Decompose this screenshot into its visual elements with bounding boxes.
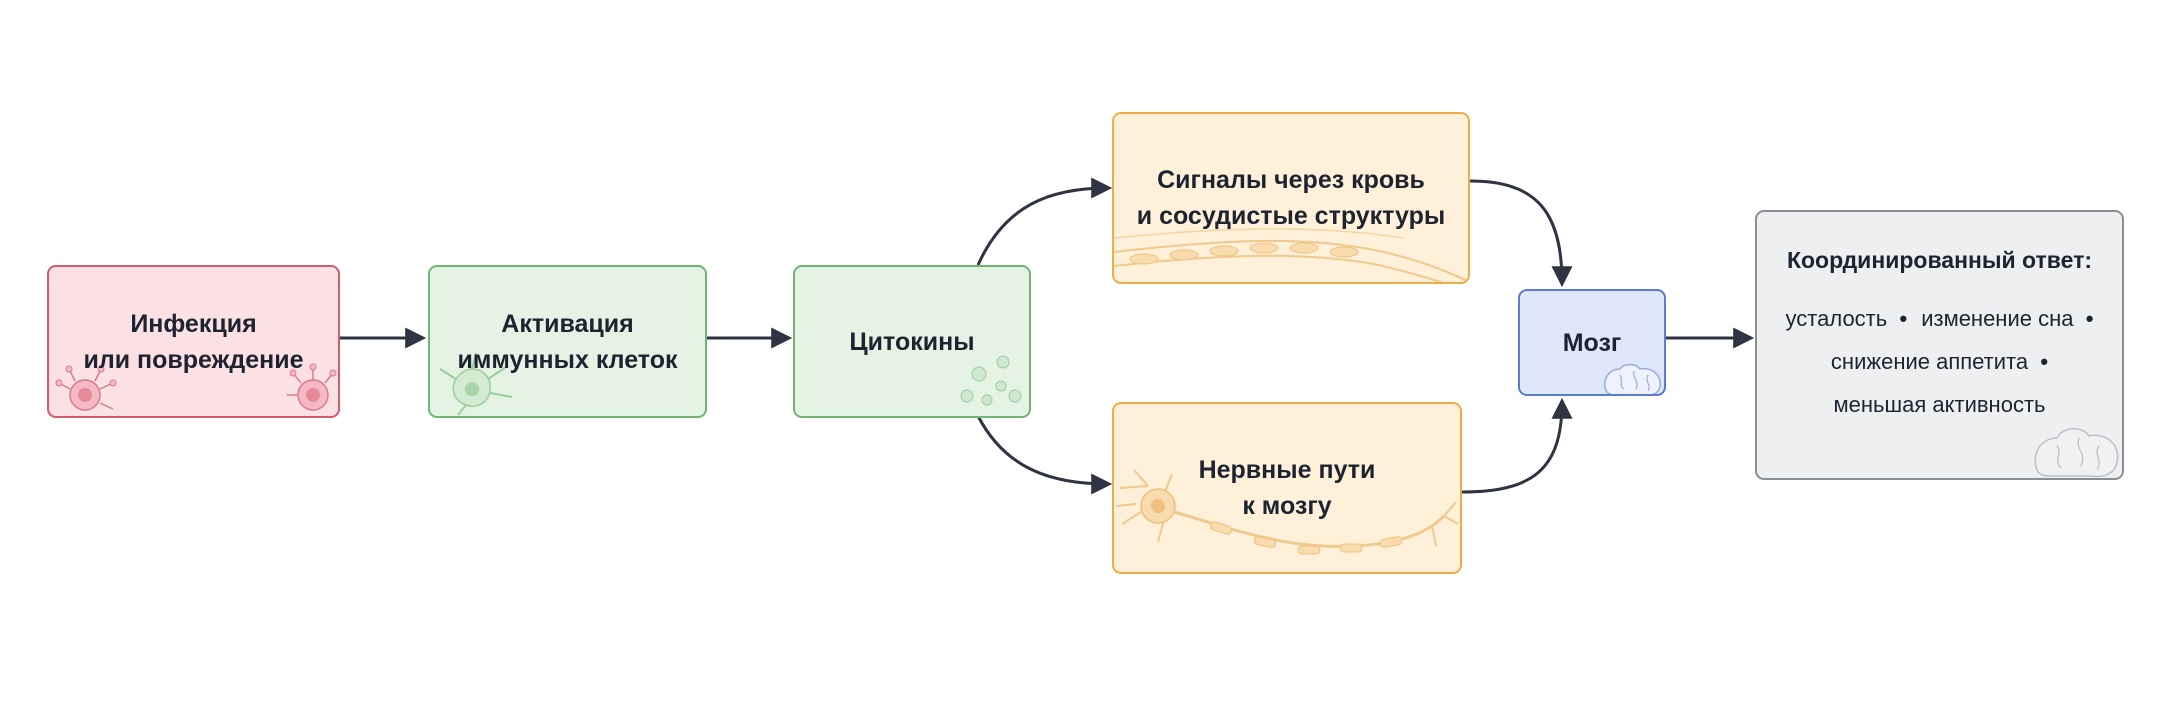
- node-infection: Инфекция или повреждение: [47, 265, 340, 418]
- response-title: Координированный ответ:: [1786, 247, 2093, 273]
- response-item-sleep-change: изменение сна: [1921, 306, 2074, 331]
- response-item: меньшая активность: [1834, 390, 2046, 420]
- bullet-separator: •: [2034, 349, 2049, 374]
- infection-cell-icon: [55, 365, 117, 411]
- node-nerve-pathways: Нервные пути к мозгу: [1112, 402, 1462, 574]
- node-coordinated-response: Координированный ответ: усталость • изме…: [1755, 210, 2124, 480]
- arrow-cytokines-to-nerves: [976, 415, 1113, 495]
- response-item-fatigue: усталость: [1785, 306, 1888, 331]
- node-cytokines: Цитокины: [793, 265, 1031, 418]
- response-item-appetite-decrease: снижение аппетита: [1830, 349, 2029, 374]
- brain-outline-icon: [2034, 428, 2119, 478]
- immune-cell-icon: [439, 352, 513, 416]
- blood-vessel-icon: [1114, 228, 1468, 282]
- response-list: усталость • изменение сна • снижение апп…: [1760, 304, 2120, 420]
- response-item: усталость •: [1786, 304, 1908, 334]
- arrow-nerves-to-brain: [1461, 397, 1573, 494]
- response-item: снижение аппетита •: [1831, 347, 2048, 377]
- virus-particle-icon: [287, 363, 337, 411]
- node-blood-signals-label: Сигналы через кровь и сосудистые структу…: [1136, 166, 1446, 230]
- node-nerve-pathways-label: Нервные пути к мозгу: [1198, 456, 1376, 520]
- brain-icon: [1604, 363, 1661, 394]
- node-brain: Мозг: [1518, 289, 1666, 396]
- response-item: изменение сна •: [1921, 304, 2093, 334]
- node-infection-label: Инфекция или повреждение: [83, 309, 304, 374]
- response-item-less-activity: меньшая активность: [1833, 392, 2046, 417]
- node-blood-signals: Сигналы через кровь и сосудистые структу…: [1112, 112, 1470, 284]
- node-immune-activation-label: Активация иммунных клеток: [457, 309, 678, 374]
- node-cytokines-label: Цитокины: [849, 327, 975, 356]
- arrow-blood-to-brain: [1469, 179, 1573, 288]
- node-brain-label: Мозг: [1562, 328, 1622, 357]
- bullet-separator: •: [2079, 306, 2094, 331]
- neuron-icon: [1115, 469, 1459, 555]
- arrow-cytokines-to-blood: [976, 177, 1113, 266]
- bullet-separator: •: [1893, 306, 1908, 331]
- cytokine-molecules-icon: [960, 355, 1022, 406]
- node-immune-activation: Активация иммунных клеток: [428, 265, 707, 418]
